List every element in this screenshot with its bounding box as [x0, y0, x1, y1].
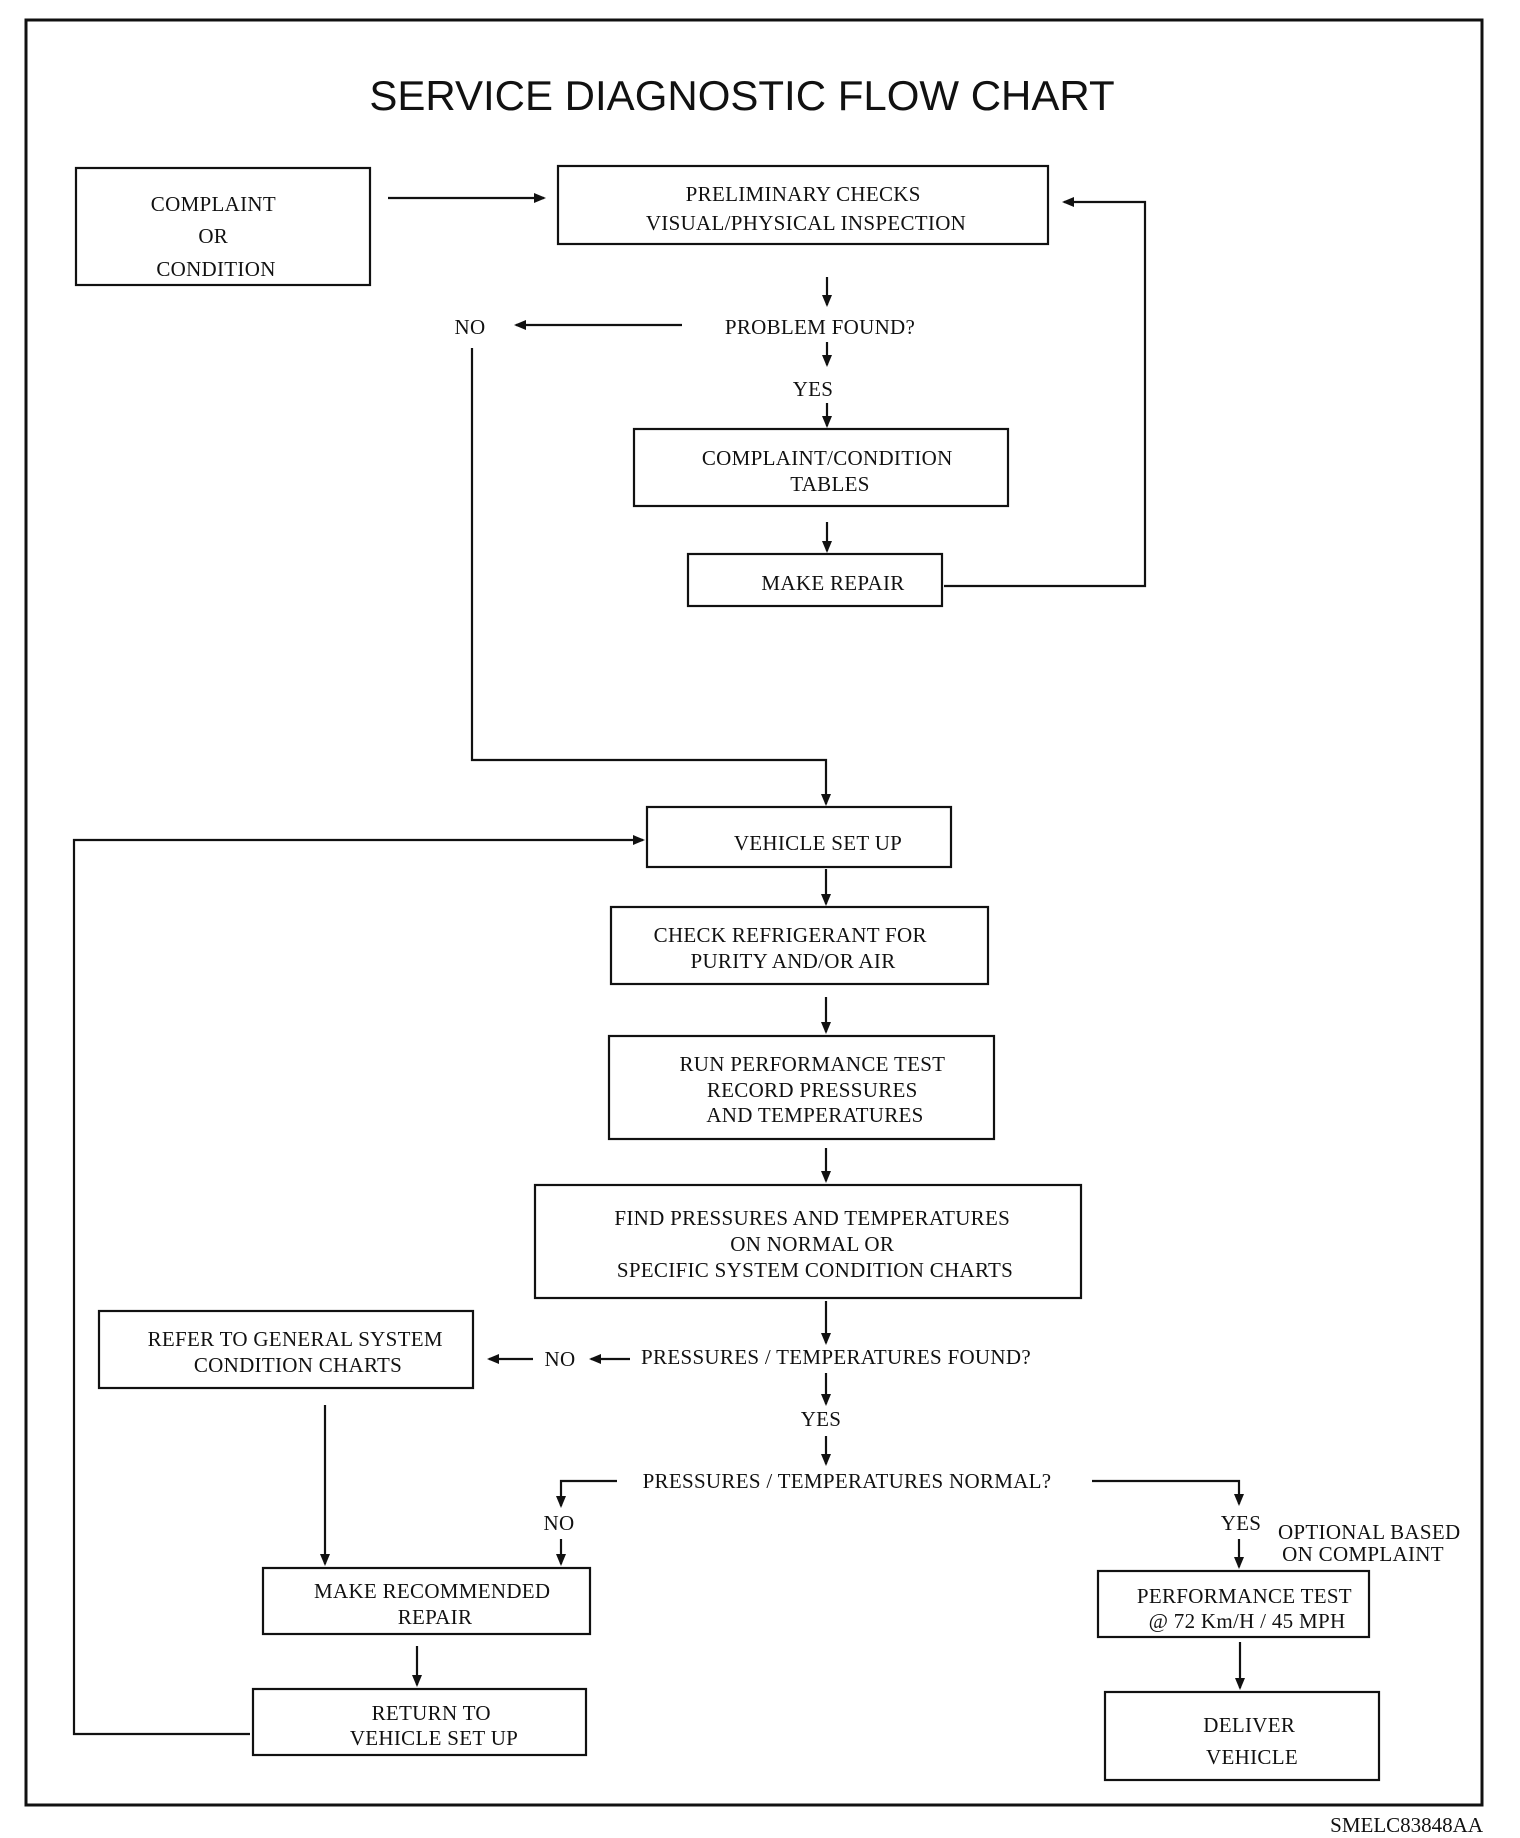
- deliver-text: DELIVER VEHICLE: [1203, 1713, 1300, 1769]
- make-repair-box: [686, 552, 944, 608]
- yes-label-problem: YES: [793, 377, 834, 401]
- return-setup-text: RETURN TO VEHICLE SET UP: [350, 1701, 518, 1750]
- no-label-normal: NO: [544, 1511, 575, 1535]
- make-recommended-box: [261, 1566, 592, 1636]
- no-label-found: NO: [545, 1347, 576, 1371]
- preliminary-checks-text: PRELIMINARY CHECKS VISUAL/PHYSICAL INSPE…: [646, 182, 966, 235]
- arrow-repair-loop-to-preliminary: [944, 197, 1147, 588]
- make-recommended-text: MAKE RECOMMENDED REPAIR: [314, 1579, 556, 1629]
- yes-label-found: YES: [801, 1407, 842, 1431]
- arrow-no-to-vehicle-setup: [470, 348, 831, 806]
- arrow-return-loop-to-setup: [72, 835, 645, 1736]
- run-test-text: RUN PERFORMANCE TEST RECORD PRESSURES AN…: [679, 1052, 950, 1127]
- complaint-tables-text: COMPLAINT/CONDITION TABLES: [702, 446, 958, 496]
- performance-test-box: [1096, 1569, 1371, 1639]
- make-repair-text: MAKE REPAIR: [761, 571, 904, 595]
- no-label-problem: NO: [455, 315, 486, 339]
- chart-title: SERVICE DIAGNOSTIC FLOW CHART: [369, 72, 1114, 119]
- figure-code: SMELC83848AA: [1330, 1813, 1484, 1837]
- pt-found-decision: PRESSURES / TEMPERATURES FOUND?: [641, 1345, 1031, 1369]
- run-test-box: [607, 1034, 996, 1141]
- complaint-box: [74, 166, 372, 287]
- find-pressures-box: [533, 1183, 1083, 1300]
- arrow-normal-to-no: [556, 1479, 617, 1508]
- pt-normal-decision: PRESSURES / TEMPERATURES NORMAL?: [643, 1469, 1052, 1493]
- complaint-tables-box: [632, 427, 1010, 508]
- preliminary-checks-box: [556, 164, 1050, 246]
- vehicle-setup-text: VEHICLE SET UP: [734, 831, 902, 855]
- refer-general-box: [97, 1309, 475, 1390]
- optional-note-text: OPTIONAL BASED ON COMPLAINT: [1278, 1520, 1466, 1566]
- check-refrigerant-text: CHECK REFRIGERANT FOR PURITY AND/OR AIR: [654, 923, 933, 973]
- problem-found-decision: PROBLEM FOUND?: [725, 315, 915, 339]
- deliver-box: [1103, 1690, 1381, 1782]
- arrow-normal-to-yes: [1092, 1479, 1244, 1506]
- yes-label-normal: YES: [1221, 1511, 1262, 1535]
- refer-general-text: REFER TO GENERAL SYSTEM CONDITION CHARTS: [148, 1327, 449, 1377]
- return-setup-box: [251, 1687, 588, 1757]
- outer-frame: [24, 18, 1484, 1807]
- check-refrigerant-box: [609, 905, 990, 986]
- performance-test-text: PERFORMANCE TEST @ 72 Km/H / 45 MPH: [1137, 1584, 1357, 1633]
- complaint-text: COMPLAINT OR CONDITION: [151, 192, 281, 281]
- vehicle-setup-box: [645, 805, 953, 869]
- find-pressures-text: FIND PRESSURES AND TEMPERATURES ON NORMA…: [614, 1206, 1015, 1282]
